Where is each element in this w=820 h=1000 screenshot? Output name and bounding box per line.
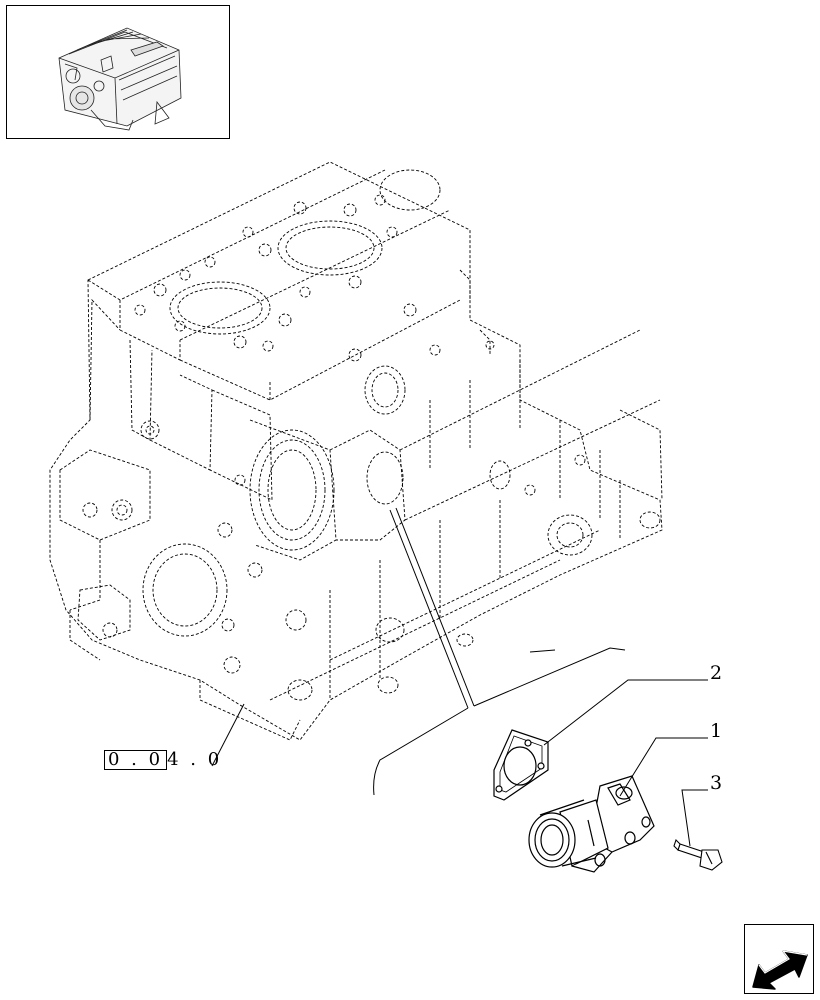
projection-lines bbox=[373, 507, 626, 796]
callout-2-label: 2 bbox=[710, 662, 723, 684]
callout-3-label: 3 bbox=[710, 772, 723, 794]
reference-code-rest: 4 . 0 bbox=[167, 749, 223, 770]
next-page-arrow-icon bbox=[752, 950, 808, 990]
thermostat-housing-part bbox=[528, 775, 655, 873]
reference-code-boxed: 0 . 0 bbox=[104, 750, 168, 770]
engine-thumbnail-icon bbox=[58, 27, 182, 131]
engine-thumbnail[interactable] bbox=[6, 5, 230, 139]
gasket-part bbox=[493, 729, 549, 801]
next-page-button[interactable] bbox=[744, 924, 814, 994]
callout-1-label: 1 bbox=[710, 720, 723, 742]
callout-leaders bbox=[543, 679, 708, 847]
engine-block-phantom bbox=[49, 161, 663, 741]
bolt-part bbox=[673, 838, 723, 871]
reference-leader bbox=[211, 703, 245, 767]
